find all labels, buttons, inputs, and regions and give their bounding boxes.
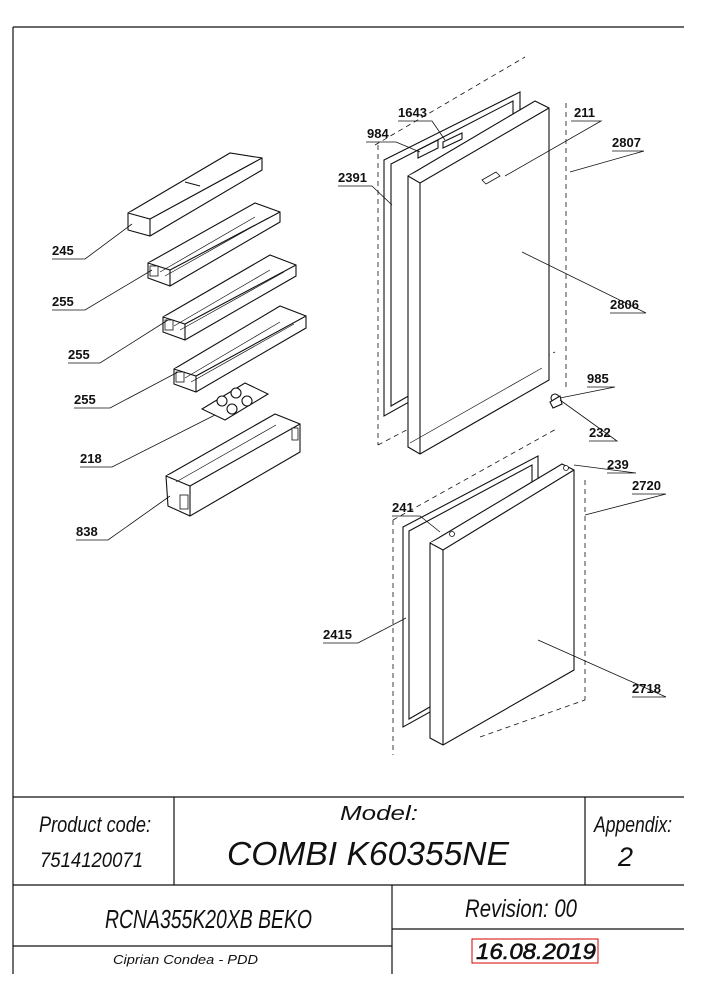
title-block-text: Product code: 7514120071 Model: COMBI K6…	[39, 803, 672, 967]
revision-label: Revision: 00	[465, 895, 577, 923]
callout-218: 218	[80, 451, 102, 466]
callout-1643: 1643	[398, 105, 427, 120]
part-255-door-shelf-2	[162, 254, 297, 341]
lower-door-group	[392, 427, 586, 755]
model-label: Model:	[340, 803, 418, 825]
title-block	[13, 796, 684, 974]
part-985-232-hinge	[549, 393, 563, 409]
part-255-door-shelf-1	[147, 202, 281, 287]
callout-255-a: 255	[52, 294, 74, 309]
sheet-border	[12, 26, 684, 974]
date-box	[471, 938, 599, 964]
part-2718-lower-door	[429, 463, 575, 746]
revision-date: 16.08.2019	[476, 939, 596, 964]
callout-232: 232	[589, 425, 611, 440]
callout-985: 985	[587, 371, 609, 386]
callout-labels: 245 255 255 255 218 838 984 1643 211 280…	[52, 105, 661, 696]
product-code-value: 7514120071	[40, 849, 143, 872]
callout-2807: 2807	[612, 135, 641, 150]
author-name: Ciprian Condea - PDD	[113, 952, 258, 967]
variant-code: RCNA355K20XB BEKO	[105, 904, 312, 934]
callout-2720: 2720	[632, 478, 661, 493]
part-218-egg-tray	[200, 382, 270, 421]
part-255-door-shelf-3	[173, 305, 307, 393]
part-2806-upper-door	[407, 100, 550, 455]
callout-245: 245	[52, 243, 74, 258]
callout-2391: 2391	[338, 170, 367, 185]
model-value: COMBI K60355NE	[227, 835, 510, 872]
callout-2806: 2806	[610, 297, 639, 312]
callout-241: 241	[392, 500, 414, 515]
callout-239: 239	[607, 457, 629, 472]
upper-door-group	[374, 56, 567, 455]
appendix-label: Appendix:	[592, 812, 672, 837]
part-838-bottle-shelf	[165, 413, 301, 517]
part-245-shelf-lid	[127, 152, 263, 237]
callout-2415: 2415	[323, 627, 352, 642]
door-shelves-group	[127, 152, 307, 517]
callout-211: 211	[574, 105, 595, 120]
appendix-value: 2	[617, 842, 633, 872]
callout-838: 838	[76, 524, 98, 539]
part-984-1643-brackets	[417, 132, 463, 159]
callout-255-b: 255	[68, 347, 90, 362]
callout-leaders	[52, 120, 667, 698]
product-code-label: Product code:	[39, 812, 151, 837]
callout-984: 984	[367, 126, 389, 141]
callout-255-c: 255	[74, 392, 96, 407]
callout-2718: 2718	[632, 681, 661, 696]
